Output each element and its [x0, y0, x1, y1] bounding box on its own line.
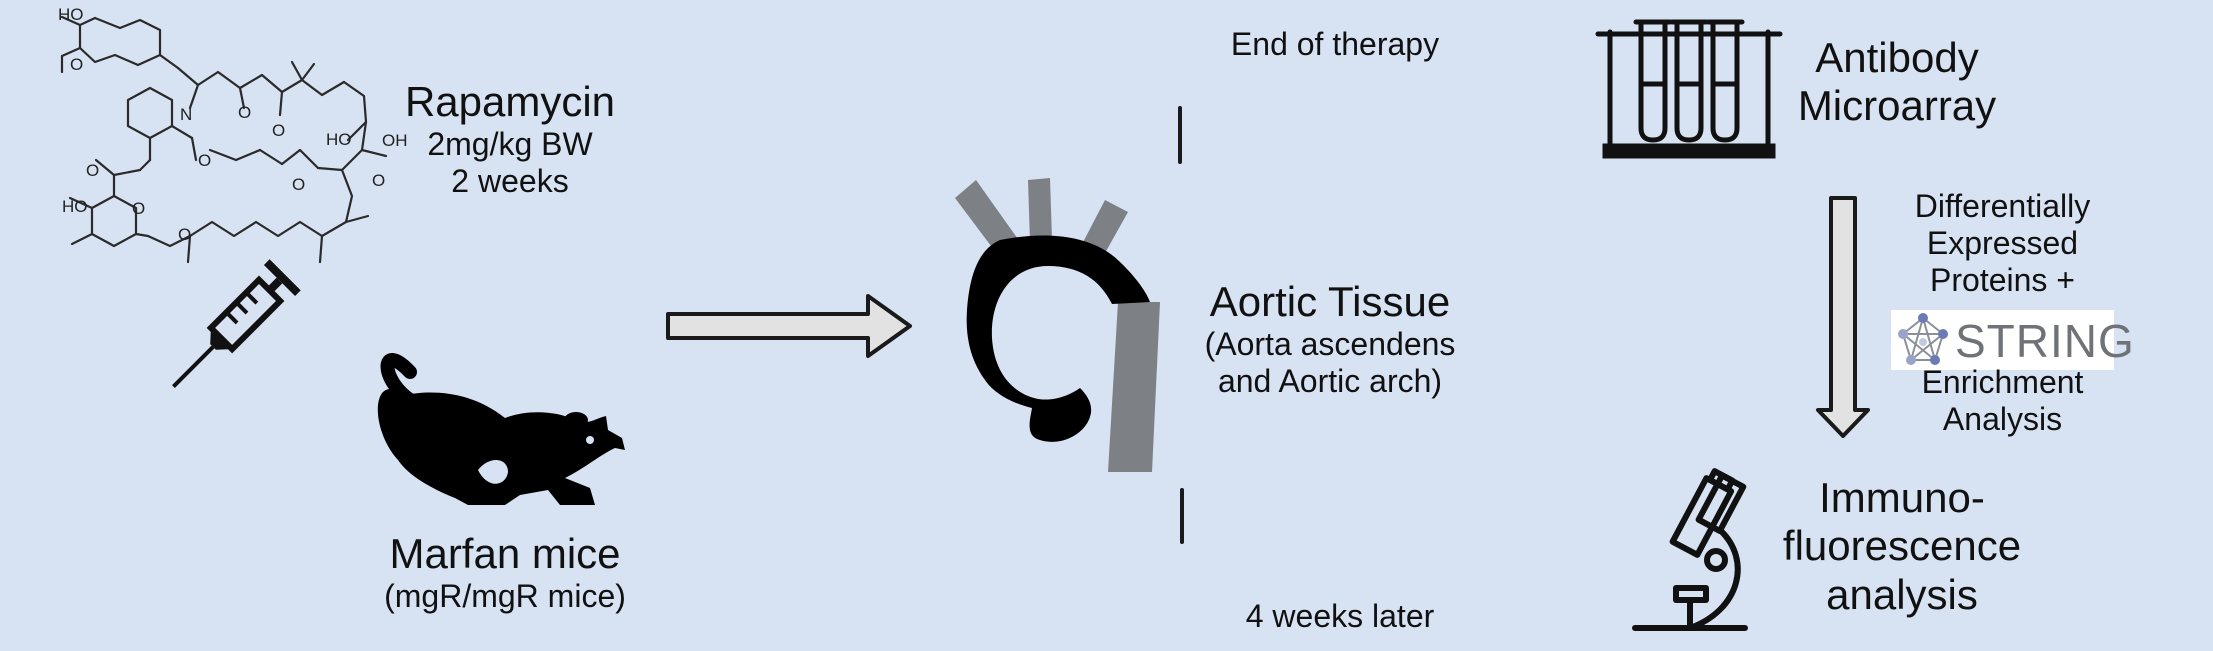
svg-text:N: N [180, 105, 192, 124]
timing-top-label: End of therapy [1230, 26, 1440, 62]
test-tubes-icon [1595, 19, 1783, 159]
rapamycin-atom-labels: HO O N O O HO O O O HO OH O O O [58, 5, 408, 244]
deps-line-2: Expressed [1926, 224, 2079, 261]
rapamycin-dose: 2mg/kg BW [427, 126, 593, 163]
aorta-icon [955, 178, 1160, 472]
svg-text:O: O [238, 103, 251, 122]
rapamycin-duration: 2 weeks [451, 163, 569, 200]
deps-line-1: Differentially [1914, 188, 2091, 224]
immuno-line-2: fluorescence [1782, 522, 2022, 570]
deps-line-4: Enrichment [1921, 364, 2084, 400]
rapamycin-label: Rapamycin 2mg/kg BW 2 weeks [380, 78, 640, 200]
svg-text:O: O [70, 55, 83, 74]
immuno-label: Immuno- fluorescence analysis [1752, 474, 2052, 619]
microarray-label: Antibody Microarray [1782, 34, 2012, 131]
svg-text:HO: HO [62, 197, 88, 216]
deps-label-top: Differentially Expressed Proteins + [1880, 188, 2125, 298]
svg-text:O: O [198, 151, 211, 170]
mice-title: Marfan mice [389, 530, 621, 577]
deps-label-bottom: Enrichment Analysis [1880, 364, 2125, 438]
svg-text:OH: OH [382, 131, 408, 150]
microarray-line-1: Antibody [1815, 34, 1979, 81]
immuno-line-3: analysis [1826, 570, 1978, 618]
timing-bottom-label: 4 weeks later [1245, 598, 1435, 634]
string-logo-text: STRING [1955, 315, 2135, 367]
mice-label: Marfan mice (mgR/mgR mice) [340, 530, 670, 615]
svg-text:O: O [372, 171, 385, 190]
tissue-line-2: and Aortic arch) [1217, 363, 1443, 400]
tissue-label: Aortic Tissue (Aorta ascendens and Aorti… [1170, 278, 1490, 400]
flow-arrow-down [1816, 196, 1870, 438]
deps-line-5: Analysis [1942, 400, 2063, 437]
svg-text:HO: HO [58, 5, 84, 24]
syringe-icon [172, 259, 301, 388]
rapamycin-structure-icon [60, 15, 388, 264]
svg-text:O: O [178, 225, 191, 244]
svg-text:O: O [86, 161, 99, 180]
svg-text:O: O [272, 121, 285, 140]
mice-subtitle: (mgR/mgR mice) [384, 578, 626, 615]
string-logo: STRING [1891, 310, 2134, 370]
microarray-line-2: Microarray [1797, 82, 1997, 130]
svg-text:O: O [132, 199, 145, 218]
mouse-icon [377, 353, 625, 505]
svg-text:O: O [292, 175, 305, 194]
tissue-title: Aortic Tissue [1209, 278, 1451, 325]
immuno-line-1: Immuno- [1819, 474, 1985, 521]
tissue-line-1: (Aorta ascendens [1204, 326, 1456, 363]
string-network-icon [1898, 313, 1948, 365]
svg-text:HO: HO [326, 130, 352, 149]
flow-arrow-main [666, 294, 912, 358]
microscope-icon [1632, 468, 1748, 631]
rapamycin-title: Rapamycin [404, 78, 616, 125]
deps-line-3: Proteins + [1930, 261, 2075, 298]
